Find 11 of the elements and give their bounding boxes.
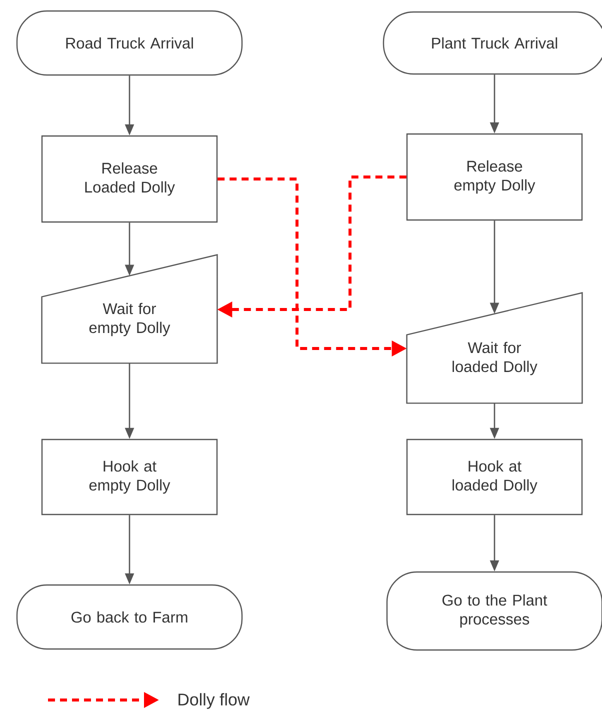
process-box: Hook at empty Dolly	[41, 438, 218, 516]
manual-input-box: Wait for empty Dolly	[41, 254, 218, 364]
manual-input-box: Wait for loaded Dolly	[406, 292, 583, 404]
terminal-box: Plant Truck Arrival	[382, 11, 602, 75]
legend-label: Dolly flow	[178, 693, 250, 709]
process-box: Release empty Dolly	[406, 133, 583, 221]
process-box: Hook at loaded Dolly	[406, 438, 583, 516]
terminal-box: Road Truck Arrival	[16, 10, 243, 76]
terminal-box: Go back to Farm	[16, 584, 243, 650]
process-box: Release Loaded Dolly	[41, 135, 218, 223]
terminal-box: Go to the Plant processes	[386, 571, 602, 651]
